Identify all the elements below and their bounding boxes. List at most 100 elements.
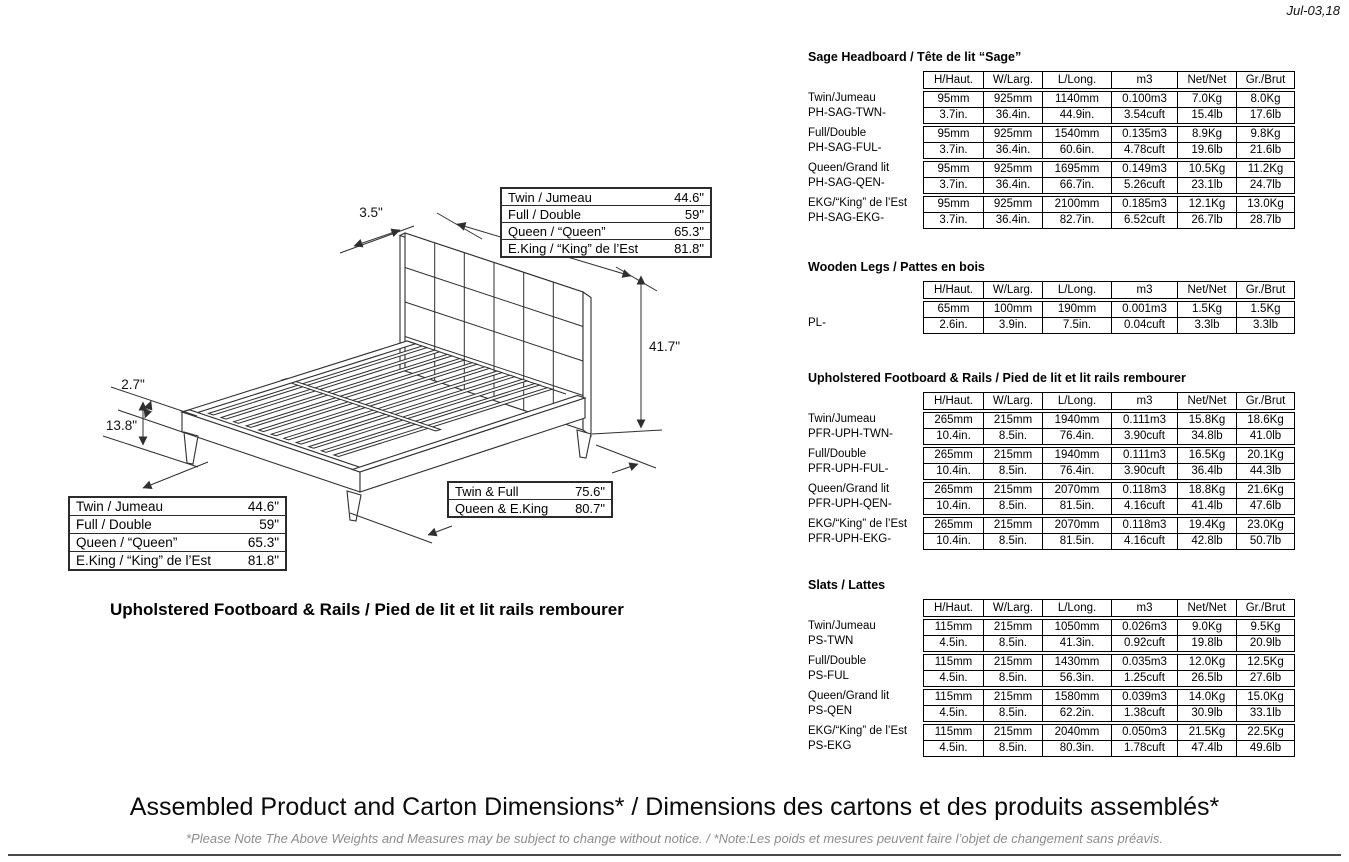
column-header: L/Long. xyxy=(1042,282,1111,298)
spec-cell: 80.3in. xyxy=(1042,741,1111,756)
slat xyxy=(269,366,492,437)
spec-cell: 265mm xyxy=(934,449,973,461)
spec-cell: 12.0Kg xyxy=(1177,655,1236,670)
size-name: Twin / Jumeau xyxy=(76,499,164,514)
column-header: Net/Net xyxy=(1177,282,1236,298)
spec-cell: 41.4lb xyxy=(1177,499,1236,514)
spec-cell: 925mm xyxy=(983,127,1042,142)
spec-cell: 34.8lb xyxy=(1177,429,1236,444)
column-header: L/Long. xyxy=(1042,600,1111,616)
size-name: Twin & Full xyxy=(455,483,519,499)
spec-cell: 36.4in. xyxy=(983,108,1042,123)
spec-cell: 3.7in. xyxy=(939,214,968,226)
row-label: PL- xyxy=(808,317,826,329)
spec-cell: 4.16cuft xyxy=(1111,534,1177,549)
spec-cell: 3.3lb xyxy=(1236,318,1294,333)
row-label xyxy=(808,301,923,316)
row-label: Full/Double xyxy=(808,655,867,667)
headboard-right-leg xyxy=(576,429,592,459)
spec-cell: 33.1lb xyxy=(1236,706,1294,721)
row-label: Queen/Grand lit xyxy=(808,483,890,495)
spec-cell: 18.8Kg xyxy=(1177,483,1236,498)
spec-cell: 65mm xyxy=(937,303,970,315)
row-label: Full/Double xyxy=(808,127,867,139)
spec-cell: 2.6in. xyxy=(939,319,968,331)
spec-cell: 19.8lb xyxy=(1177,636,1236,651)
spec-cell: 2070mm xyxy=(1042,518,1111,533)
spec-cell: 9.8Kg xyxy=(1236,127,1294,142)
spec-cell: 0.118m3 xyxy=(1111,483,1177,498)
spec-cell: 10.5Kg xyxy=(1177,162,1236,177)
spec-cell: 41.3in. xyxy=(1042,636,1111,651)
spec-cell: 0.185m3 xyxy=(1111,197,1177,212)
spec-cell: 15.0Kg xyxy=(1236,690,1294,705)
size-value: 59" xyxy=(259,517,279,532)
spec-cell: 925mm xyxy=(983,197,1042,212)
spec-cell: 2070mm xyxy=(1042,483,1111,498)
spec-cell: 27.6lb xyxy=(1236,671,1294,686)
spec-cell: 1695mm xyxy=(1042,162,1111,177)
spec-cell: 115mm xyxy=(934,691,973,703)
spec-cell: 20.9lb xyxy=(1236,636,1294,651)
column-header: m3 xyxy=(1111,72,1177,88)
size-name: Twin / Jumeau xyxy=(508,189,592,205)
column-header: Net/Net xyxy=(1177,393,1236,409)
spec-cell: 76.4in. xyxy=(1042,429,1111,444)
spec-cell: 21.5Kg xyxy=(1177,725,1236,740)
spec-cell: 115mm xyxy=(934,656,973,668)
spec-cell: 26.5lb xyxy=(1177,671,1236,686)
spec-cell: 23.1lb xyxy=(1177,178,1236,193)
spec-cell: 82.7in. xyxy=(1042,213,1111,228)
spec-cell: 6.52cuft xyxy=(1111,213,1177,228)
spec-cell: 42.8lb xyxy=(1177,534,1236,549)
disclaimer-note: *Please Note The Above Weights and Measu… xyxy=(185,831,1163,846)
spec-cell: 21.6Kg xyxy=(1236,483,1294,498)
spec-cell: 215mm xyxy=(983,483,1042,498)
spec-table-title: Slats / Lattes xyxy=(808,578,886,592)
spec-cell: 44.3lb xyxy=(1236,464,1294,479)
spec-cell: 8.5in. xyxy=(983,706,1042,721)
column-header: Net/Net xyxy=(1177,600,1236,616)
page-title: Assembled Product and Carton Dimensions*… xyxy=(129,793,1220,821)
headboard-tuft-grid xyxy=(404,242,584,421)
spec-cell: 1940mm xyxy=(1042,448,1111,463)
spec-cell: 115mm xyxy=(934,726,973,738)
spec-cell: 0.118m3 xyxy=(1111,518,1177,533)
spec-cell: 8.5in. xyxy=(983,671,1042,686)
row-label: PFR-UPH-EKG- xyxy=(808,533,892,545)
column-header: Gr./Brut xyxy=(1236,600,1294,616)
row-label: Queen/Grand lit xyxy=(808,162,890,174)
spec-cell: 9.0Kg xyxy=(1177,620,1236,635)
spec-cell: 0.035m3 xyxy=(1111,655,1177,670)
spec-cell: 4.5in. xyxy=(939,742,968,754)
spec-cell: 5.26cuft xyxy=(1111,178,1177,193)
spec-cell: 215mm xyxy=(983,620,1042,635)
slat xyxy=(319,382,542,453)
row-label: Twin/Jumeau xyxy=(808,413,876,425)
spec-cell: 81.5in. xyxy=(1042,499,1111,514)
row-label: Twin/Jumeau xyxy=(808,92,876,104)
size-value: 44.6" xyxy=(674,189,704,205)
spec-cell: 15.4lb xyxy=(1177,108,1236,123)
row-label: EKG/“King” de l’Est xyxy=(808,725,908,737)
column-header: Gr./Brut xyxy=(1236,393,1294,409)
dim-leg-height: 13.8" xyxy=(106,418,137,433)
slat-deck xyxy=(206,340,567,458)
spec-cell: 215mm xyxy=(983,690,1042,705)
column-header: H/Haut. xyxy=(934,395,973,407)
spec-cell: 3.90cuft xyxy=(1111,429,1177,444)
column-header: W/Larg. xyxy=(983,282,1042,298)
spec-cell: 36.4in. xyxy=(983,143,1042,158)
spec-cell: 66.7in. xyxy=(1042,178,1111,193)
spec-cell: 15.8Kg xyxy=(1177,413,1236,428)
spec-cell: 0.04cuft xyxy=(1111,318,1177,333)
spec-cell: 95mm xyxy=(937,163,970,175)
